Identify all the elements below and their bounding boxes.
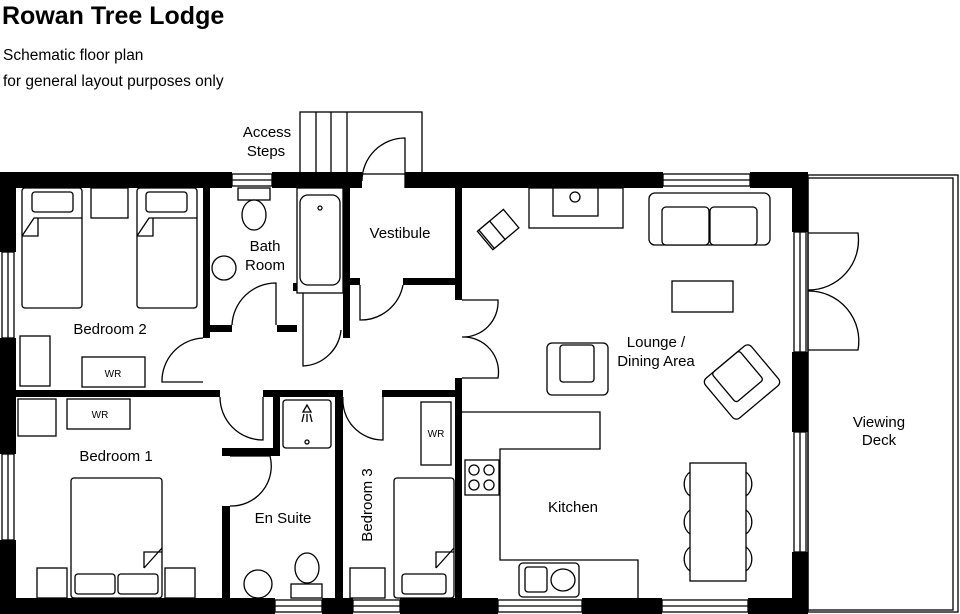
windows	[1, 173, 807, 613]
label-en-suite: En Suite	[255, 510, 312, 527]
label-kitchen: Kitchen	[548, 499, 598, 516]
label-bedroom-1: Bedroom 1	[79, 448, 152, 465]
label-vestibule: Vestibule	[370, 225, 431, 242]
label-bedroom-2: Bedroom 2	[73, 321, 146, 338]
kitchen-units	[462, 411, 639, 598]
subtitle-line-2: for general layout purposes only	[3, 73, 224, 90]
wardrobe-label-bedroom3: WR	[428, 429, 445, 440]
label-viewing-deck-1: Viewing	[853, 414, 905, 431]
wardrobe	[81, 356, 146, 388]
label-viewing-deck-2: Deck	[862, 432, 897, 449]
outer-walls	[0, 172, 808, 614]
wardrobe-label: WR	[105, 369, 122, 380]
subtitle-line-1: Schematic floor plan	[3, 47, 144, 64]
viewing-deck	[807, 174, 959, 613]
label-access-steps-1: Access	[243, 124, 291, 141]
bathroom-fixtures	[211, 187, 344, 294]
label-lounge-2: Dining Area	[617, 353, 695, 370]
bedroom3-furniture	[349, 401, 455, 599]
label-access-steps-2: Steps	[247, 143, 285, 160]
label-bath-2: Room	[245, 257, 285, 274]
access-steps	[299, 111, 423, 175]
wardrobe-label-bedroom1: WR	[92, 410, 109, 421]
bedroom2-furniture	[19, 187, 198, 388]
page-title: Rowan Tree Lodge	[2, 2, 225, 30]
label-bedroom-3: Bedroom 3	[359, 468, 376, 541]
lounge-furniture	[476, 187, 781, 582]
ensuite-fixtures	[243, 399, 332, 599]
doors	[161, 137, 860, 507]
bedroom1-furniture	[17, 398, 196, 599]
label-lounge-1: Lounge /	[627, 334, 686, 351]
label-bath-1: Bath	[250, 238, 281, 255]
